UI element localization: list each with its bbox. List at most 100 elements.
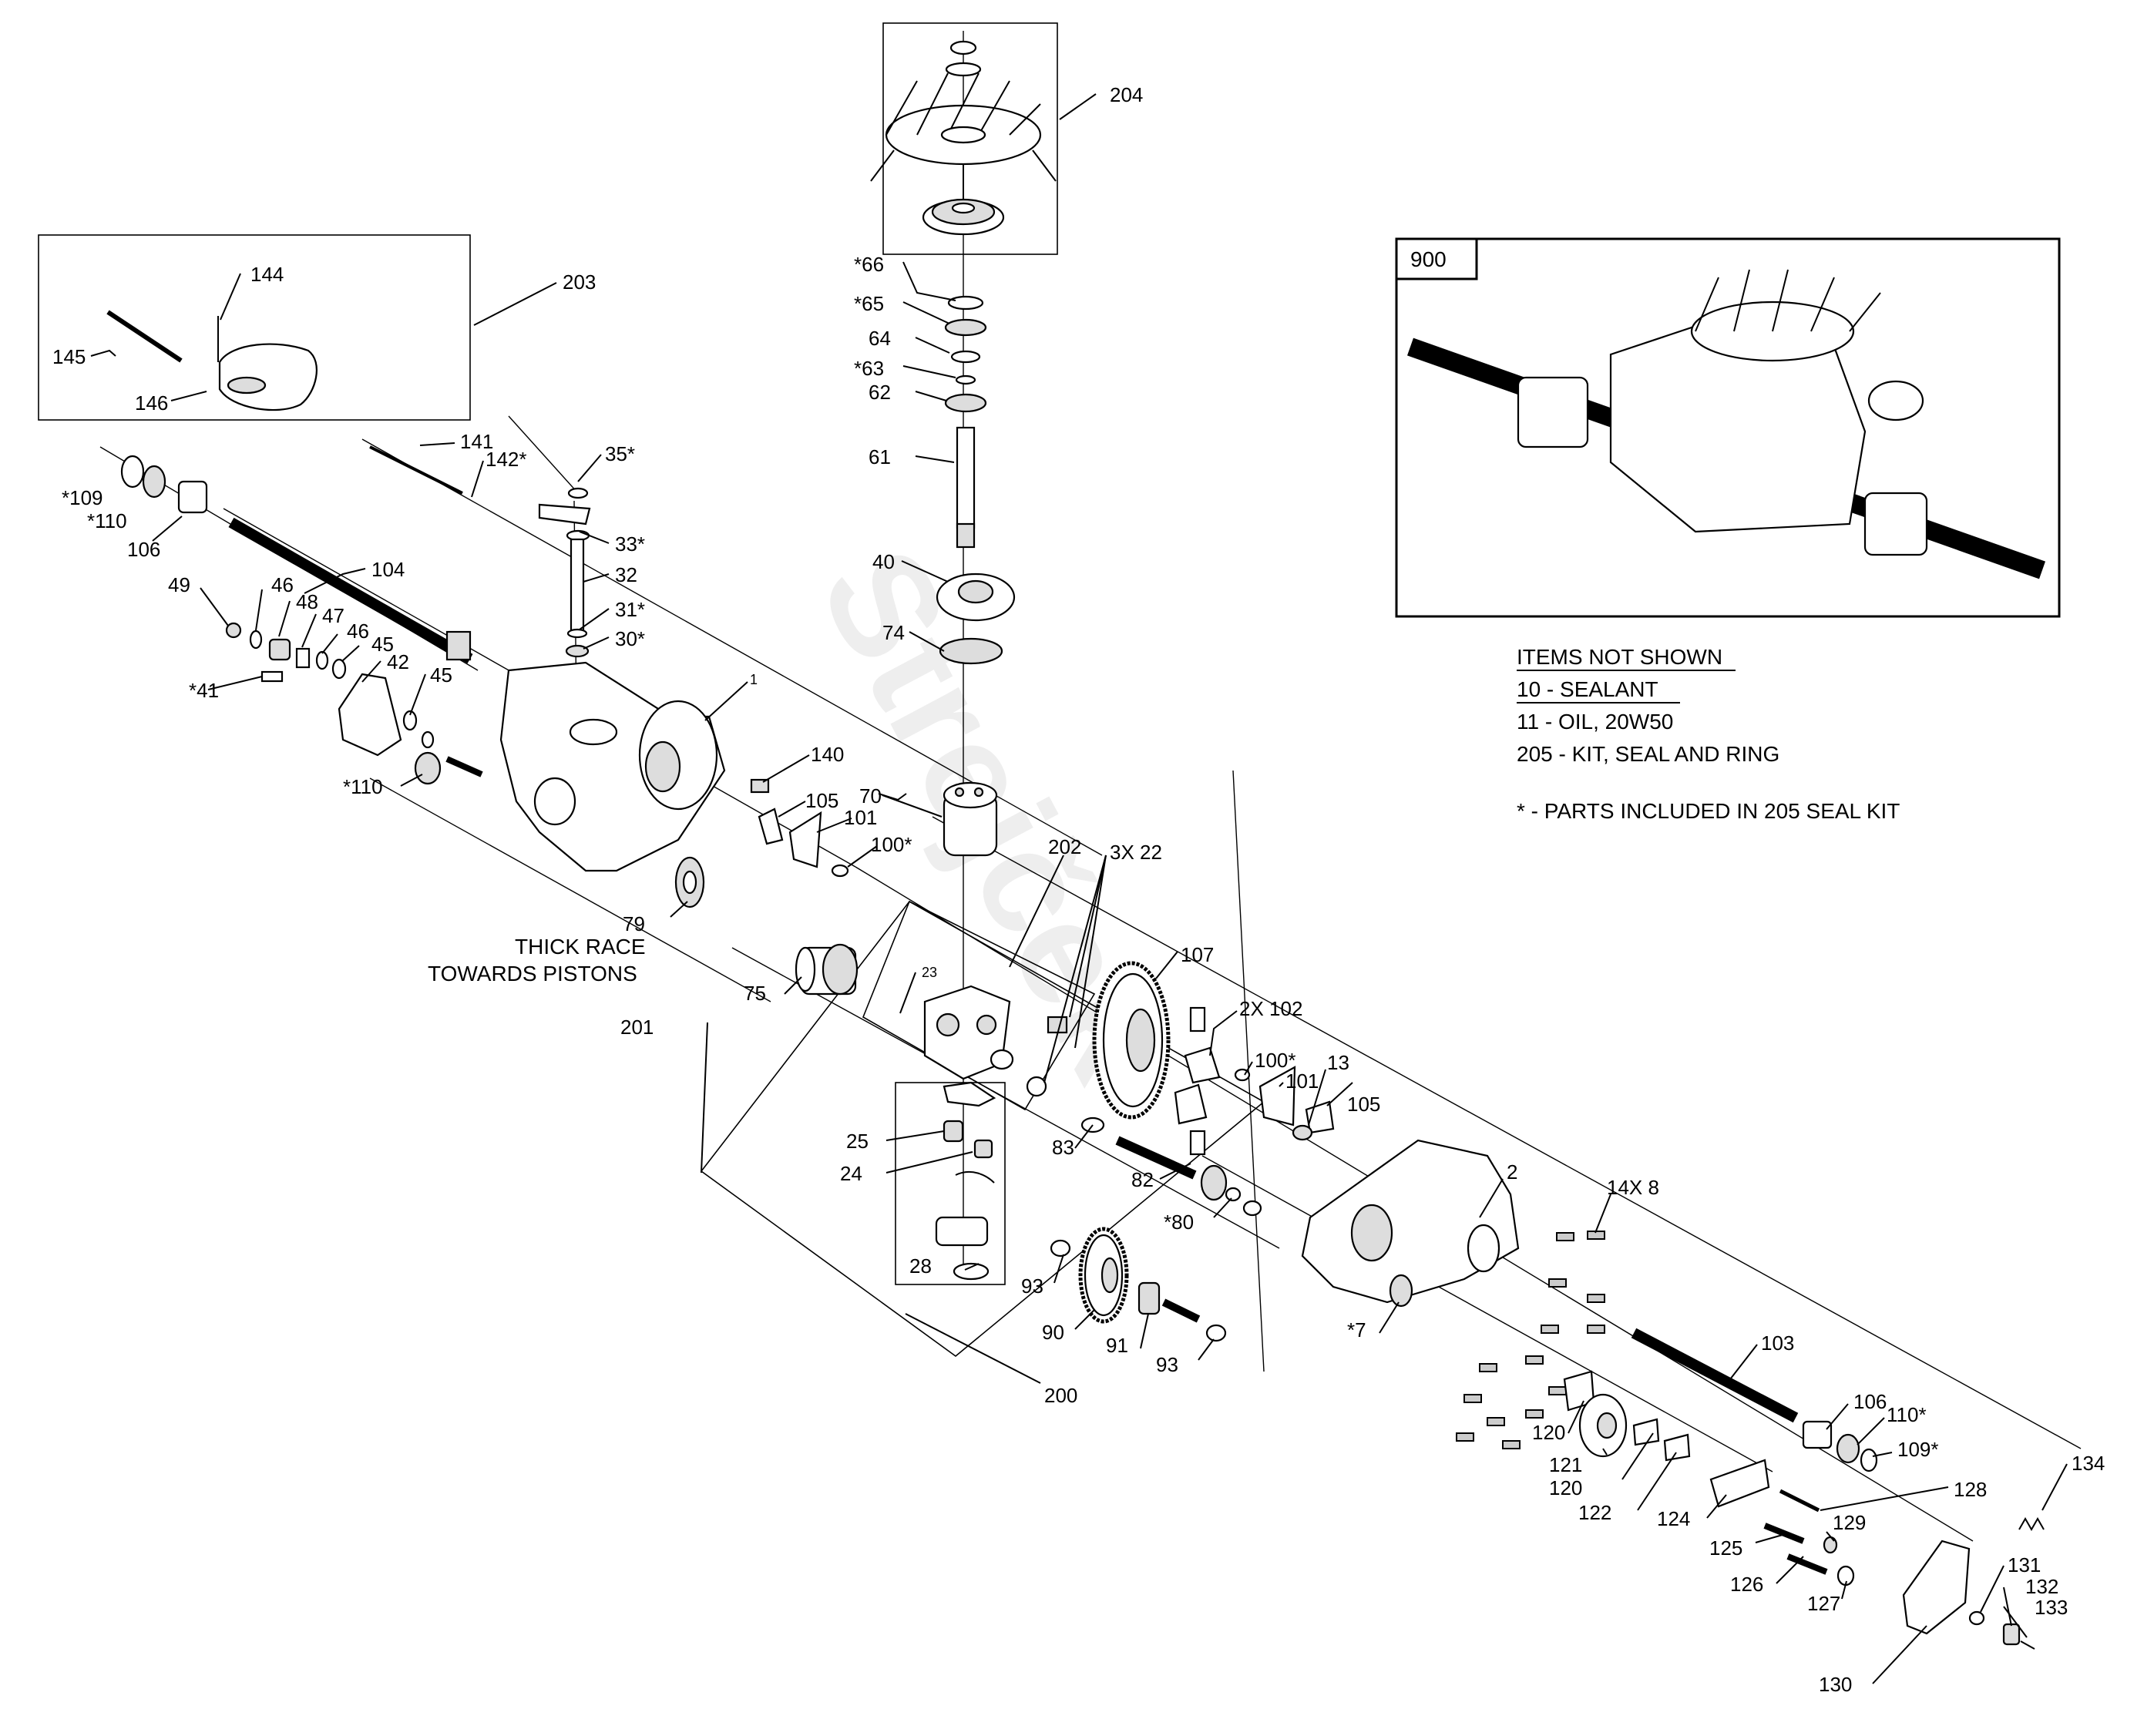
bearing bbox=[944, 393, 987, 413]
callout-100a: 100* bbox=[871, 833, 912, 856]
callout-130: 130 bbox=[1819, 1673, 1852, 1696]
callout-121: 121 bbox=[1549, 1453, 1582, 1476]
gear-105 bbox=[758, 808, 784, 845]
filter bbox=[935, 1216, 989, 1247]
caliper-124 bbox=[1709, 1459, 1770, 1508]
o-ring-31 bbox=[566, 628, 588, 639]
callout-46b: 46 bbox=[347, 620, 369, 643]
callout-145: 145 bbox=[52, 345, 86, 368]
callout-74: 74 bbox=[882, 621, 905, 644]
pin-125 bbox=[1763, 1523, 1805, 1544]
callout-129: 129 bbox=[1833, 1511, 1866, 1534]
callout-65: *65 bbox=[854, 292, 884, 315]
inset-transaxle bbox=[1406, 269, 2046, 579]
callout-3x22: 3X 22 bbox=[1110, 841, 1162, 864]
cylinder-block bbox=[943, 781, 998, 857]
spacer-47 bbox=[295, 647, 311, 669]
pin-126 bbox=[1786, 1553, 1828, 1575]
axle-103 bbox=[1631, 1328, 1799, 1423]
notes-footnote: * - PARTS INCLUDED IN 205 SEAL KIT bbox=[1517, 799, 1900, 823]
breather-13 bbox=[1292, 1124, 1313, 1141]
note-line-2: 11 - OIL, 20W50 bbox=[1517, 710, 1673, 734]
callout-labels: 204 *66 *65 64 *63 62 61 40 74 70 144 20… bbox=[52, 83, 2105, 1696]
ring-109b bbox=[1860, 1448, 1878, 1472]
pin bbox=[445, 756, 483, 777]
callout-2x102: 2X 102 bbox=[1239, 997, 1302, 1020]
seal-110c bbox=[1836, 1433, 1860, 1464]
bushing-106 bbox=[177, 480, 208, 514]
caption-line2: TOWARDS PISTONS bbox=[428, 962, 637, 986]
pinion-102 bbox=[1184, 1046, 1221, 1084]
callout-70: 70 bbox=[859, 784, 882, 808]
callout-110b: *110 bbox=[343, 775, 383, 798]
clip bbox=[955, 1170, 995, 1184]
gear-91 bbox=[1137, 1281, 1161, 1315]
retaining-ring bbox=[947, 295, 984, 311]
callout-122: 122 bbox=[1578, 1501, 1611, 1524]
charge-pump-box bbox=[895, 1082, 1006, 1285]
shaft-spline bbox=[956, 522, 976, 549]
fan bbox=[870, 72, 1057, 204]
callout-127: 127 bbox=[1807, 1592, 1840, 1615]
callout-93b: 93 bbox=[1156, 1353, 1178, 1376]
nut-132 bbox=[2002, 1623, 2021, 1646]
sleeve bbox=[1026, 1076, 1047, 1097]
callout-42: 42 bbox=[387, 650, 409, 673]
note-line-3: 205 - KIT, SEAL AND RING bbox=[1517, 742, 1779, 766]
callout-49: 49 bbox=[168, 573, 190, 596]
callout-93a: 93 bbox=[1021, 1274, 1043, 1298]
callout-103: 103 bbox=[1761, 1331, 1794, 1355]
callout-141: 141 bbox=[460, 430, 493, 453]
callout-107: 107 bbox=[1181, 943, 1214, 966]
callout-146: 146 bbox=[135, 391, 168, 415]
callout-2: 2 bbox=[1507, 1160, 1517, 1184]
callout-201: 201 bbox=[620, 1016, 654, 1039]
pulley bbox=[922, 198, 1005, 236]
callout-100b: 100* bbox=[1255, 1049, 1296, 1072]
fan-washer bbox=[945, 62, 982, 77]
callout-200: 200 bbox=[1044, 1384, 1077, 1407]
bearing-sleeve bbox=[990, 1049, 1014, 1070]
callout-35: 35* bbox=[605, 442, 635, 465]
fan-kit-box bbox=[882, 22, 1058, 255]
callout-132: 132 bbox=[2025, 1575, 2058, 1598]
callout-110c: 110* bbox=[1887, 1403, 1927, 1426]
callout-41: *41 bbox=[189, 679, 219, 702]
nut-129 bbox=[1823, 1536, 1838, 1554]
washer-45c bbox=[421, 730, 435, 749]
callout-1: 1 bbox=[750, 672, 758, 687]
callout-106b: 106 bbox=[1853, 1390, 1887, 1413]
seal-7 bbox=[1389, 1274, 1413, 1308]
callout-64: 64 bbox=[869, 327, 891, 350]
callout-40: 40 bbox=[872, 550, 895, 573]
parts bbox=[106, 40, 2046, 1650]
inset-number-box bbox=[1395, 237, 1478, 280]
washer-35 bbox=[567, 487, 589, 499]
callout-62: 62 bbox=[869, 381, 891, 404]
gear-90 bbox=[1078, 1227, 1129, 1324]
callout-202: 202 bbox=[1048, 835, 1081, 858]
washer bbox=[950, 350, 981, 364]
callout-79: 79 bbox=[623, 912, 645, 935]
note-line-1: 10 - SEALANT bbox=[1517, 677, 1658, 701]
part-48 bbox=[268, 638, 291, 661]
callout-101b: 101 bbox=[1285, 1069, 1319, 1093]
callout-124: 124 bbox=[1657, 1507, 1690, 1530]
bolt-22 bbox=[1047, 1016, 1068, 1034]
caption-line1: THICK RACE bbox=[515, 935, 646, 959]
callout-134: 134 bbox=[2072, 1452, 2105, 1475]
shift-kit-box bbox=[38, 234, 471, 421]
callout-128: 128 bbox=[1954, 1478, 1987, 1501]
rod-141 bbox=[369, 445, 463, 495]
callout-32: 32 bbox=[615, 563, 637, 586]
callout-125: 125 bbox=[1709, 1536, 1742, 1560]
callout-46a: 46 bbox=[271, 573, 294, 596]
callout-48: 48 bbox=[296, 590, 318, 613]
axle-spline bbox=[445, 630, 472, 661]
callout-63: *63 bbox=[854, 357, 884, 380]
callout-106a: 106 bbox=[127, 538, 160, 561]
callout-105a: 105 bbox=[805, 789, 838, 812]
bracket-42 bbox=[338, 673, 402, 757]
washer-45 bbox=[331, 658, 347, 680]
